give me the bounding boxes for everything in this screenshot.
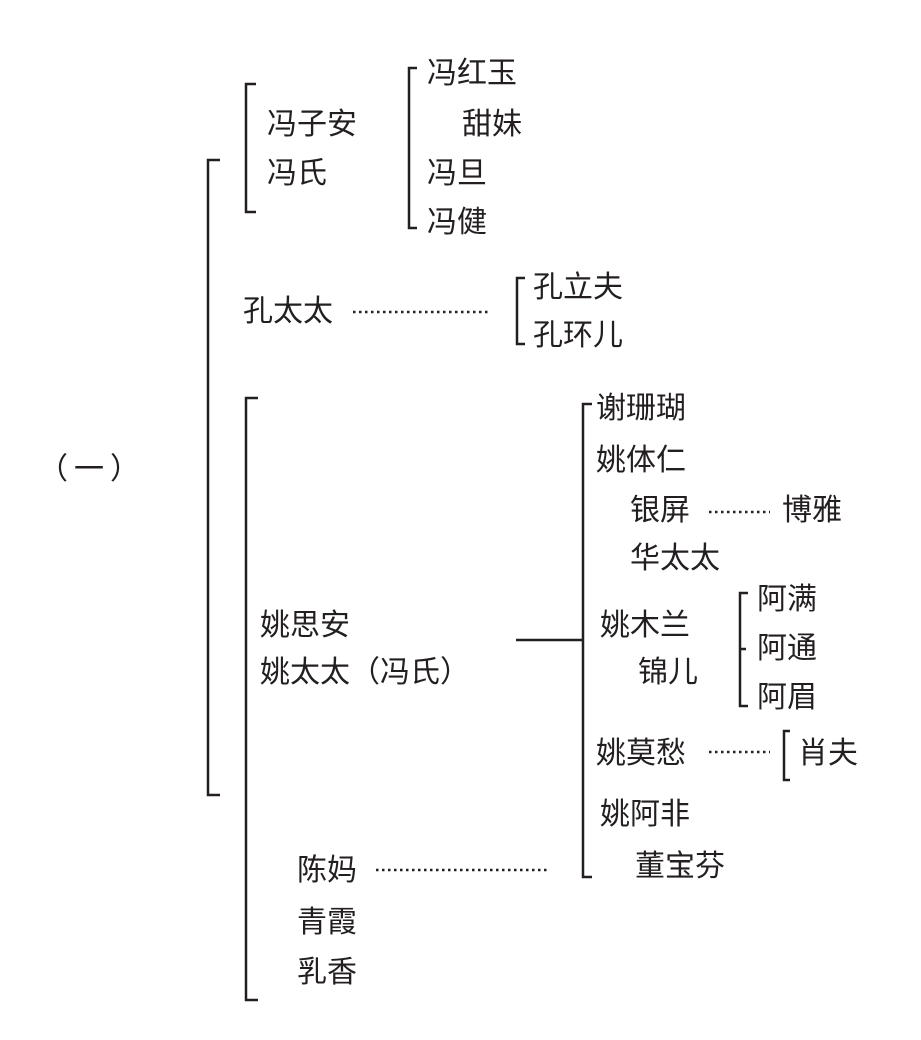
yao-household-bracket xyxy=(244,396,258,1002)
yao-servant-1: 陈妈 xyxy=(297,853,357,888)
mulan-child-1: 阿满 xyxy=(757,582,817,617)
kong-child-1: 孔立夫 xyxy=(533,270,623,305)
yao-child-4: 姚阿非 xyxy=(600,797,690,832)
yao-child-4-spouse: 董宝芬 xyxy=(635,849,725,884)
section-label: （一） xyxy=(38,452,146,487)
yao-children-bracket xyxy=(581,402,592,879)
yao-child-0: 谢珊瑚 xyxy=(596,391,686,426)
mochou-child-bracket xyxy=(782,729,790,782)
yao-child-3-child: 肖夫 xyxy=(798,736,858,771)
yao-parent-father: 姚思安 xyxy=(260,608,350,643)
yao-child-3: 姚莫愁 xyxy=(596,736,686,771)
yao-child-1-child: 博雅 xyxy=(782,493,842,528)
yao-child-2-servant: 锦儿 xyxy=(638,655,698,690)
yao-servant-3: 乳香 xyxy=(297,955,357,990)
feng-parents-bracket xyxy=(244,82,256,214)
main-bracket xyxy=(206,158,220,797)
feng-parent-father: 冯子安 xyxy=(267,107,357,142)
feng-child-3: 冯旦 xyxy=(427,156,487,191)
mulan-child-3: 阿眉 xyxy=(757,680,817,715)
yao-child-1: 姚体仁 xyxy=(596,443,686,478)
yao-child-1-extra: 华太太 xyxy=(630,541,720,576)
feng-child-4: 冯健 xyxy=(427,205,487,240)
feng-parent-mother: 冯氏 xyxy=(267,156,327,191)
kong-children-bracket xyxy=(515,276,525,346)
mulan-child-2: 阿通 xyxy=(757,631,817,666)
kong-child-2: 孔环儿 xyxy=(533,318,623,353)
feng-child-2: 甜妹 xyxy=(462,107,522,142)
feng-child-1: 冯红玉 xyxy=(427,56,517,91)
yao-servant-2: 青霞 xyxy=(297,905,357,940)
yao-parent-mother: 姚太太（冯氏） xyxy=(260,655,470,690)
yao-child-2: 姚木兰 xyxy=(600,608,690,643)
kong-parent: 孔太太 xyxy=(243,294,333,329)
yao-child-1-spouse: 银屏 xyxy=(630,493,690,528)
feng-children-bracket xyxy=(407,66,417,230)
